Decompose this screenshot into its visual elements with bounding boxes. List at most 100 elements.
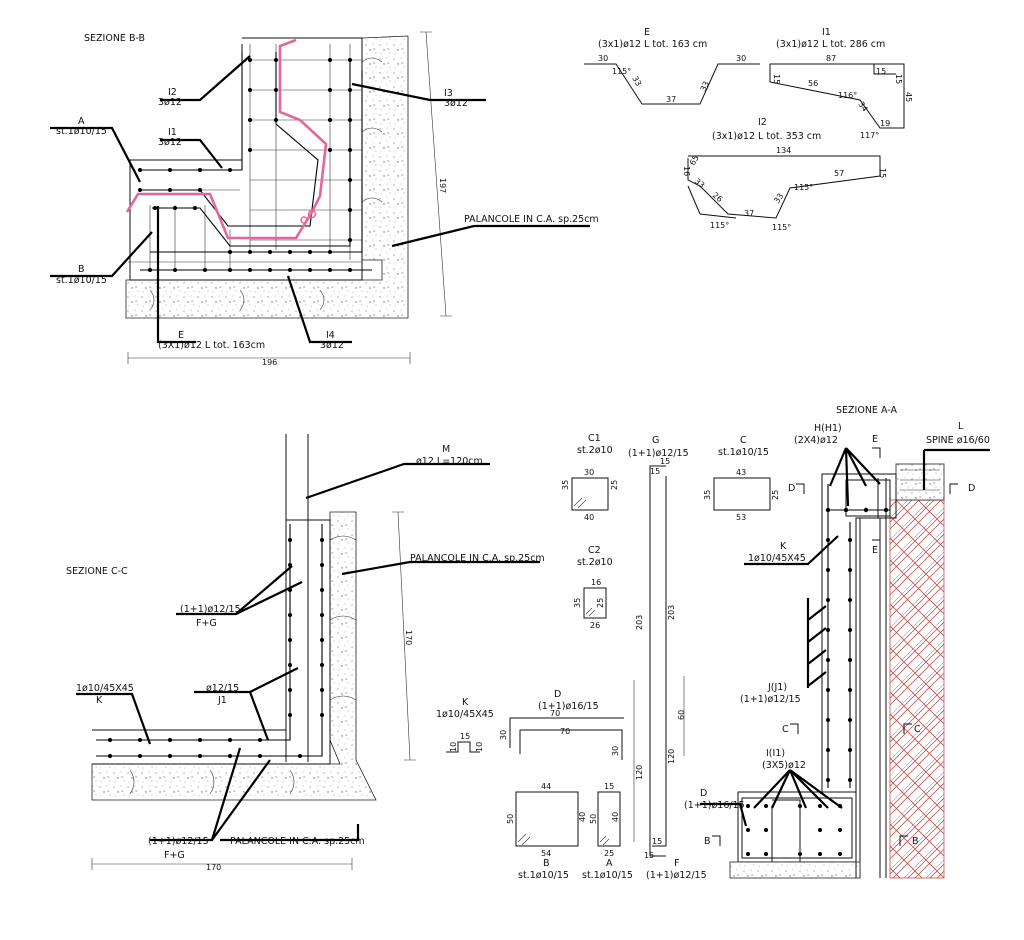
shape-g-dim: 15	[652, 837, 662, 846]
shape-d-spec: (1+1)ø16/15	[538, 701, 599, 712]
shape-k-dim: 15	[460, 732, 470, 741]
cc-wall-column	[285, 434, 309, 762]
section-cc: SEZIONE C-C 170 170 M ø12 L=120cm PALANC…	[66, 434, 545, 872]
bb-i3-name: I3	[444, 88, 453, 99]
cc-bar-dots	[108, 538, 324, 758]
masonry-wall	[889, 499, 945, 879]
shape-c1-dim: 25	[610, 480, 619, 490]
shape-c2-spec: st.2ø10	[577, 557, 613, 568]
shape-i1-name: I1	[822, 27, 831, 38]
cc-fg-top-spec: (1+1)ø12/15	[180, 604, 241, 615]
shape-e-dim: 37	[666, 95, 676, 104]
bb-i4-spec: 3ø12	[320, 340, 344, 351]
shape-c-name: C	[740, 435, 747, 446]
shape-a-name: A	[606, 858, 613, 869]
shape-a-dim: 15	[604, 782, 614, 791]
bar-shape-k: K 1ø10/45X45 15 10 10	[436, 697, 494, 753]
shape-g-dim: 203	[667, 605, 676, 620]
cc-fg-bottom-spec: (1+1)ø12/15	[148, 836, 209, 847]
bar-shape-d: D (1+1)ø16/15 70 70 30 30	[499, 689, 624, 760]
bb-i4-name: I4	[326, 330, 335, 341]
shape-i1-dim: 19	[880, 119, 890, 128]
aa-k-spec: 1ø10/45X45	[748, 553, 806, 564]
bb-a-spec: st.1ø10/15	[56, 126, 107, 137]
aa-dowels	[806, 598, 827, 688]
shape-a-spec: st.1ø10/15	[582, 870, 633, 881]
aa-h-spec: (2X4)ø12	[794, 435, 838, 446]
aa-lean-concrete	[729, 861, 861, 879]
shape-c-dim: 43	[736, 468, 746, 477]
shape-e-dim: 33	[699, 80, 711, 93]
cc-palancole-bottom: PALANCOLE IN C.A. sp.25cm	[230, 836, 365, 847]
aa-j-name: J(J1)	[767, 682, 787, 693]
shape-i1-dim: 15	[876, 67, 886, 76]
shape-i1-dim: 45	[904, 92, 913, 102]
bb-dim-width: 196	[262, 358, 277, 367]
shape-e-name: E	[644, 27, 650, 38]
shape-e-dim: 33	[630, 75, 643, 88]
aa-l-name: L	[958, 421, 964, 432]
aa-d-spec: (1+1)ø16/15	[684, 800, 745, 811]
aa-cut-d-left: D	[788, 483, 795, 494]
shape-i2-dim: 33	[772, 192, 785, 206]
bar-shape-c2: C2 st.2ø10 16 35 25 26	[573, 545, 613, 630]
bar-shape-e: E (3x1)ø12 L tot. 163 cm 30 115° 33 37 3…	[584, 27, 760, 105]
shape-i2-dim: 15	[878, 168, 887, 178]
shape-c2-dim: 26	[590, 621, 600, 630]
shape-g-dim: 15	[660, 457, 670, 466]
shape-i2-name: I2	[758, 117, 767, 128]
shape-b-name: B	[543, 858, 550, 869]
shape-g-spec: (1+1)ø12/15	[628, 448, 689, 459]
shape-i2-dim: 115°	[772, 223, 791, 232]
shape-b-dim: 50	[506, 814, 515, 824]
bb-highlight-bar	[125, 38, 328, 240]
section-cc-title: SEZIONE C-C	[66, 566, 128, 577]
section-bb: SEZIONE B-B	[50, 31, 599, 367]
shape-d-dim: 30	[611, 746, 620, 756]
aa-cut-d-right: D	[968, 483, 975, 494]
shape-k-name: K	[462, 697, 469, 708]
bb-e-spec: (3X1)ø12 L tot. 163cm	[158, 340, 265, 351]
shape-g-dim: 120	[667, 749, 676, 764]
bar-shape-i2: I2 (3x1)ø12 L tot. 353 cm 134 16 65 15 5…	[682, 117, 887, 232]
cc-j1-name: J1	[217, 695, 227, 706]
shape-c1-spec: st.2ø10	[577, 445, 613, 456]
shape-c1-dim: 40	[584, 513, 594, 522]
bb-b-name: B	[78, 264, 85, 275]
cc-m-name: M	[442, 444, 450, 455]
shape-i1-dim: 87	[826, 54, 836, 63]
shape-b-dim: 54	[541, 849, 551, 858]
cc-k-name: K	[96, 695, 103, 706]
cc-sheet-pile	[91, 511, 377, 801]
shape-g-dim: 60	[677, 710, 686, 720]
shape-i2-dim: 65	[688, 154, 701, 167]
section-bb-outline	[129, 37, 363, 281]
shape-i1-dim: 56	[808, 79, 818, 88]
bar-shape-c1: C1 st.2ø10 30 35 25 40	[561, 433, 619, 522]
shape-k-spec: 1ø10/45X45	[436, 709, 494, 720]
shape-i2-dim: 57	[834, 169, 844, 178]
bb-i2-spec: 3ø12	[158, 97, 182, 108]
shape-c-dim: 25	[771, 490, 780, 500]
cc-m-spec: ø12 L=120cm	[416, 456, 483, 467]
shape-c1-name: C1	[588, 433, 601, 444]
aa-d-name: D	[700, 788, 707, 799]
shape-d-dim: 70	[560, 727, 570, 736]
shape-i2-dim: 37	[744, 209, 754, 218]
bb-i2-name: I2	[168, 87, 177, 98]
bb-palancole: PALANCOLE IN C.A. sp.25cm	[464, 214, 599, 225]
cc-dim-width: 170	[206, 863, 221, 872]
bb-i3-spec: 3ø12	[444, 98, 468, 109]
bb-b-spec: st.1ø10/15	[56, 275, 107, 286]
aa-cut-e-bottom: E	[872, 545, 878, 556]
bb-leaders	[50, 55, 590, 344]
coping	[895, 463, 945, 501]
shape-e-dim: 30	[736, 54, 746, 63]
shape-i2-dim: 16	[682, 166, 691, 176]
bar-shape-g: G (1+1)ø12/15 15 15 203 203 120 120 60 1…	[628, 435, 689, 860]
cc-fg-top-name: F+G	[196, 618, 217, 629]
shape-i2-spec: (3x1)ø12 L tot. 353 cm	[712, 131, 821, 142]
shape-c-dim: 35	[703, 490, 712, 500]
shape-c1-dim: 35	[561, 480, 570, 490]
shape-a-dim: 50	[589, 814, 598, 824]
